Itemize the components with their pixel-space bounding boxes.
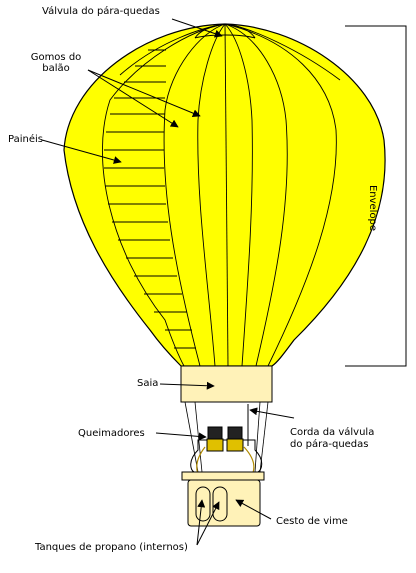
arrow-gores-1 — [87, 69, 201, 117]
arrow-burners — [155, 432, 207, 441]
propane-tank-right — [212, 486, 228, 522]
label-gores-line1: Gomos do — [30, 52, 82, 63]
arrow-gores-2 — [87, 69, 179, 128]
gore-seams — [101, 23, 341, 367]
label-gores-line2: balão — [42, 63, 70, 74]
suspension-cables — [184, 401, 269, 473]
label-burners: Queimadores — [78, 428, 145, 439]
leader-arrows — [41, 18, 295, 546]
envelope-bracket — [345, 25, 407, 367]
basket-rim — [181, 471, 265, 481]
propane-tank-left — [195, 486, 211, 522]
label-wicker-basket: Cesto de vime — [276, 516, 348, 527]
arrow-tank-right — [196, 501, 220, 546]
arrow-basket — [235, 499, 272, 520]
label-panels: Painéis — [8, 134, 43, 145]
label-envelope: Envelope — [367, 184, 378, 232]
arrow-valve-cord — [249, 407, 295, 419]
label-parachute-valve: Válvula do pára-quedas — [42, 6, 160, 17]
balloon-envelope — [63, 23, 386, 367]
label-skirt: Saia — [137, 378, 159, 389]
parachute-valve-cap — [194, 34, 256, 39]
burners — [206, 426, 244, 452]
label-propane-tanks: Tanques de propano (internos) — [35, 542, 188, 553]
arrow-panels — [41, 139, 122, 164]
label-valve-cord-line2: do pára-quedas — [290, 439, 369, 450]
panel-lines — [104, 49, 196, 349]
arrow-parachute-valve — [171, 18, 223, 38]
arrow-tank-left — [196, 499, 206, 546]
skirt — [180, 365, 273, 403]
arrow-skirt — [159, 381, 215, 390]
label-valve-cord-line1: Corda da válvula — [290, 427, 375, 438]
